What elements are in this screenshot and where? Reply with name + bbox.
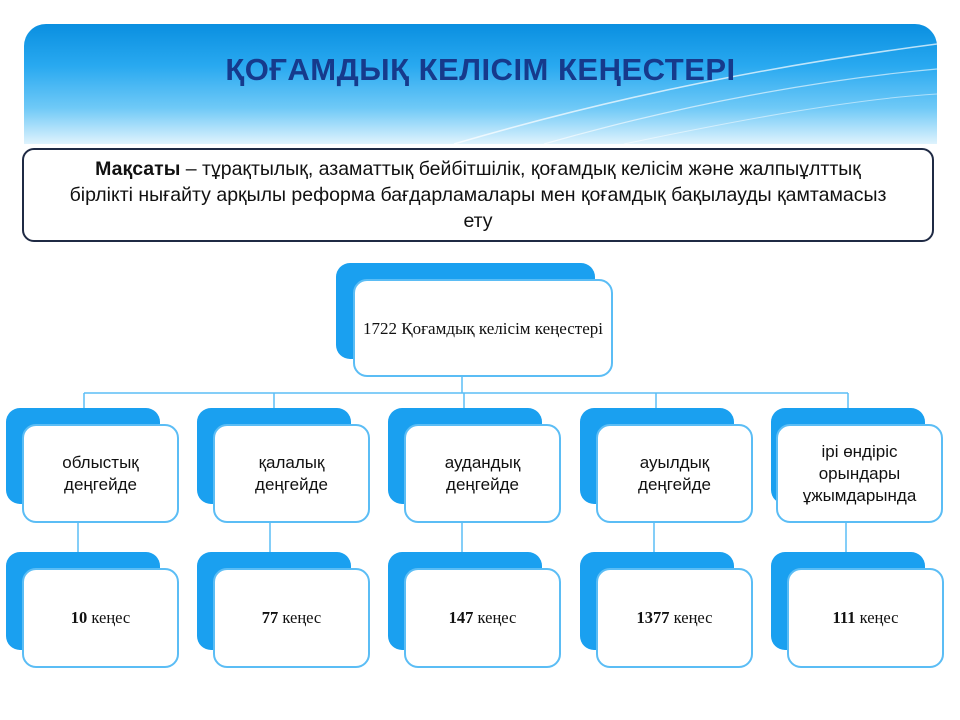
count-node-city: 77 кеңес	[213, 568, 370, 668]
level-label: қалалық деңгейде	[255, 452, 328, 494]
count-unit: кеңес	[87, 608, 131, 627]
root-label: Қоғамдық келісім кеңестері	[396, 318, 603, 338]
count-number: 10	[70, 608, 88, 627]
count-number: 77	[261, 608, 279, 627]
goal-description: – тұрақтылық, азаматтық бейбітшілік, қоғ…	[69, 158, 887, 232]
count-text: 147 кеңес	[449, 607, 517, 629]
level-label: аудандық деңгейде	[444, 452, 521, 494]
count-node-village: 1377 кеңес	[596, 568, 753, 668]
count-unit: кеңес	[473, 608, 517, 627]
count-number: 111	[832, 608, 856, 627]
level-node-regional: облыстық деңгейде	[22, 424, 179, 523]
root-node: 1722 Қоғамдық келісім кеңестері	[353, 279, 613, 377]
level-node-district: аудандық деңгейде	[404, 424, 561, 523]
count-node-enterprise: 111 кеңес	[787, 568, 944, 668]
goal-label: Мақсаты	[95, 158, 181, 180]
banner-decoration	[453, 43, 937, 144]
root-node-text: 1722 Қоғамдық келісім кеңестері	[363, 318, 603, 339]
count-number: 147	[448, 608, 474, 627]
level-node-city: қалалық деңгейде	[213, 424, 370, 523]
count-text: 77 кеңес	[262, 607, 321, 629]
goal-box: Мақсаты – тұрақтылық, азаматтық бейбітші…	[22, 148, 934, 242]
level-label: ауылдық деңгейде	[638, 452, 711, 494]
level-label: ірі өндіріс орындары ұжымдарында	[802, 441, 917, 505]
count-text: 111 кеңес	[833, 607, 899, 629]
header-banner	[24, 24, 937, 144]
level-node-enterprise: ірі өндіріс орындары ұжымдарында	[776, 424, 943, 523]
count-number: 1377	[636, 608, 670, 627]
count-unit: кеңес	[855, 608, 899, 627]
page-title: ҚОҒАМДЫҚ КЕЛІСІМ КЕҢЕСТЕРІ	[225, 52, 736, 87]
root-number: 1722	[362, 318, 397, 338]
count-text: 1377 кеңес	[637, 607, 713, 629]
level-node-village: ауылдық деңгейде	[596, 424, 753, 523]
count-text: 10 кеңес	[71, 607, 130, 629]
count-unit: кеңес	[669, 608, 713, 627]
level-label: облыстық деңгейде	[62, 452, 139, 494]
count-node-regional: 10 кеңес	[22, 568, 179, 668]
goal-text: Мақсаты – тұрақтылық, азаматтық бейбітші…	[64, 156, 892, 234]
count-node-district: 147 кеңес	[404, 568, 561, 668]
count-unit: кеңес	[278, 608, 322, 627]
